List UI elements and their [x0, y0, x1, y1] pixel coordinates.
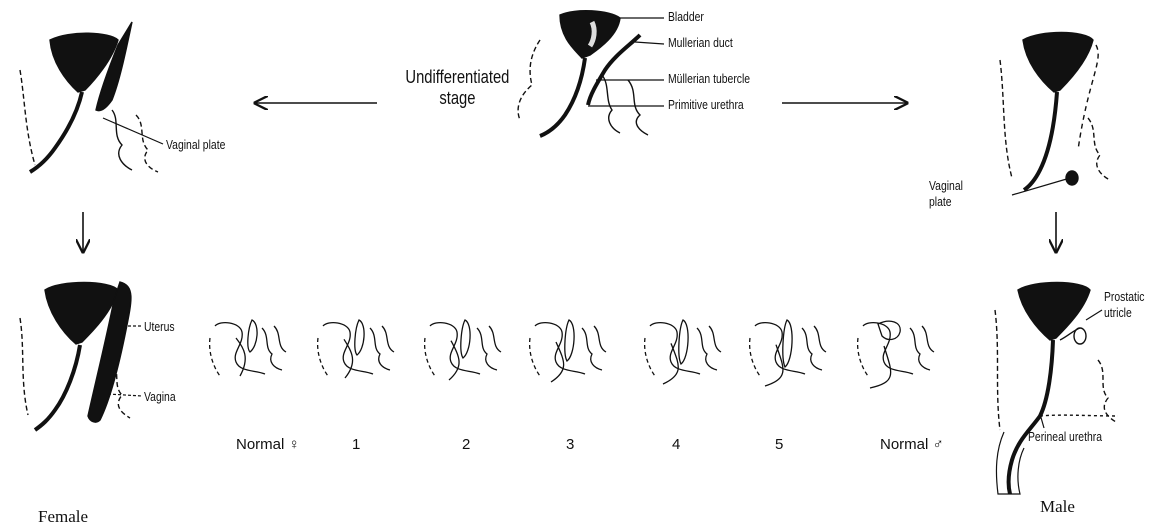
- label-vaginal-plate-male: Vaginal plate: [929, 178, 977, 211]
- label-vagina: Vagina: [144, 390, 176, 403]
- label-perineal-urethra: Perineal urethra: [1028, 430, 1102, 443]
- prostatic-line2: utricle: [1104, 306, 1144, 319]
- series-label-5: 5: [775, 437, 783, 452]
- label-mullerian-tubercle: Müllerian tubercle: [668, 72, 750, 85]
- female-drawing: [20, 282, 131, 430]
- series-label-4: 4: [672, 437, 680, 452]
- series-label-normal-male: Normal ♂: [880, 437, 944, 452]
- label-vaginal-plate-female: Vaginal plate: [166, 138, 214, 151]
- undifferentiated-line2: stage: [400, 89, 515, 107]
- undifferentiated-line1: Undifferentiated: [400, 68, 515, 86]
- section-4: [645, 320, 721, 384]
- male-vaginal-plate-drawing: [1000, 33, 1110, 191]
- section-1: [318, 320, 394, 378]
- male-drawing: [995, 283, 1118, 495]
- label-primitive-urethra: Primitive urethra: [668, 98, 744, 111]
- label-uterus: Uterus: [144, 320, 175, 333]
- series-label-normal-female: Normal ♀: [236, 437, 300, 452]
- label-prostatic-utricle: Prostatic utricle: [1104, 290, 1144, 319]
- section-2: [425, 320, 501, 380]
- prostatic-line1: Prostatic: [1104, 290, 1144, 303]
- section-normal-female: [210, 320, 286, 376]
- label-mullerian-duct: Mullerian duct: [668, 36, 733, 49]
- female-vaginal-plate-drawing: [20, 22, 158, 172]
- label-bladder: Bladder: [668, 10, 704, 23]
- series-label-2: 2: [462, 437, 470, 452]
- label-female: Female: [38, 508, 88, 525]
- section-5: [750, 320, 826, 386]
- series-label-1: 1: [352, 437, 360, 452]
- label-male: Male: [1040, 498, 1075, 515]
- section-normal-male: [858, 321, 934, 388]
- intersex-series: [210, 320, 934, 388]
- series-label-3: 3: [566, 437, 574, 452]
- undifferentiated-drawing: [518, 11, 648, 136]
- undifferentiated-stage-title: Undifferentiated stage: [400, 68, 515, 107]
- section-3: [530, 320, 606, 382]
- arrows: [83, 103, 1056, 252]
